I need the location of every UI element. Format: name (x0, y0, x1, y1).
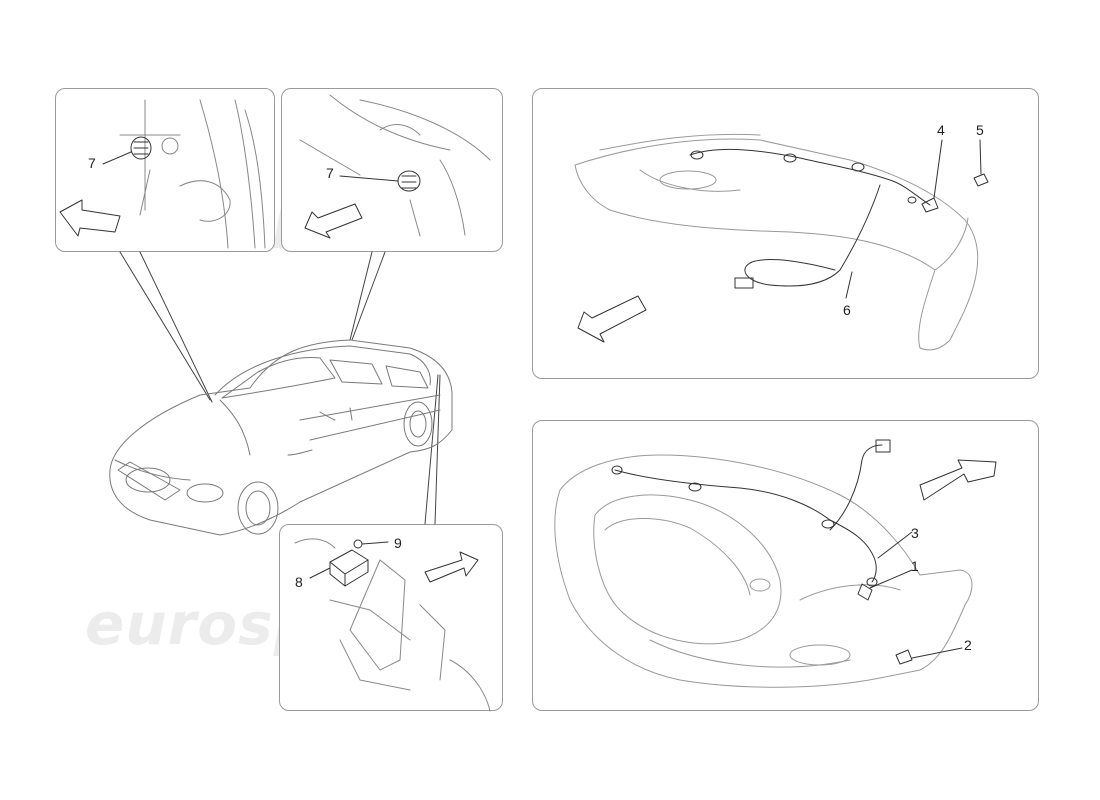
leader-lines (119, 251, 441, 525)
left-sensor-icon (102, 136, 152, 165)
callout-7-right: 7 (326, 165, 334, 181)
detail-panel-right-sensor (281, 88, 503, 252)
callout-1: 1 (911, 558, 919, 574)
control-unit-drawing (294, 538, 491, 712)
control-unit-icon (309, 539, 389, 587)
left-sensor-drawing (119, 99, 266, 249)
callout-5: 5 (976, 122, 984, 138)
arrow-icon-left-panel (59, 199, 121, 237)
car-outline (109, 339, 453, 536)
callout-9: 9 (394, 535, 402, 551)
arrow-icon-rear-bumper (577, 295, 647, 343)
detail-panel-front-bumper (532, 420, 1039, 711)
callout-8: 8 (295, 574, 303, 590)
front-harness-icon (611, 439, 963, 665)
callout-4: 4 (937, 122, 945, 138)
arrow-icon-right-panel (304, 203, 363, 239)
callout-3: 3 (911, 525, 919, 541)
callout-7-left: 7 (88, 155, 96, 171)
arrow-icon-control-panel (424, 551, 479, 583)
detail-panel-rear-bumper (532, 88, 1039, 379)
front-bumper-drawing (554, 454, 973, 688)
arrow-icon-front-bumper (919, 459, 997, 501)
right-sensor-icon (339, 170, 421, 192)
rear-harness-icon (689, 139, 989, 299)
right-sensor-drawing (299, 94, 491, 237)
callout-2: 2 (964, 637, 972, 653)
rear-bumper-drawing (574, 133, 979, 351)
callout-6: 6 (843, 302, 851, 318)
